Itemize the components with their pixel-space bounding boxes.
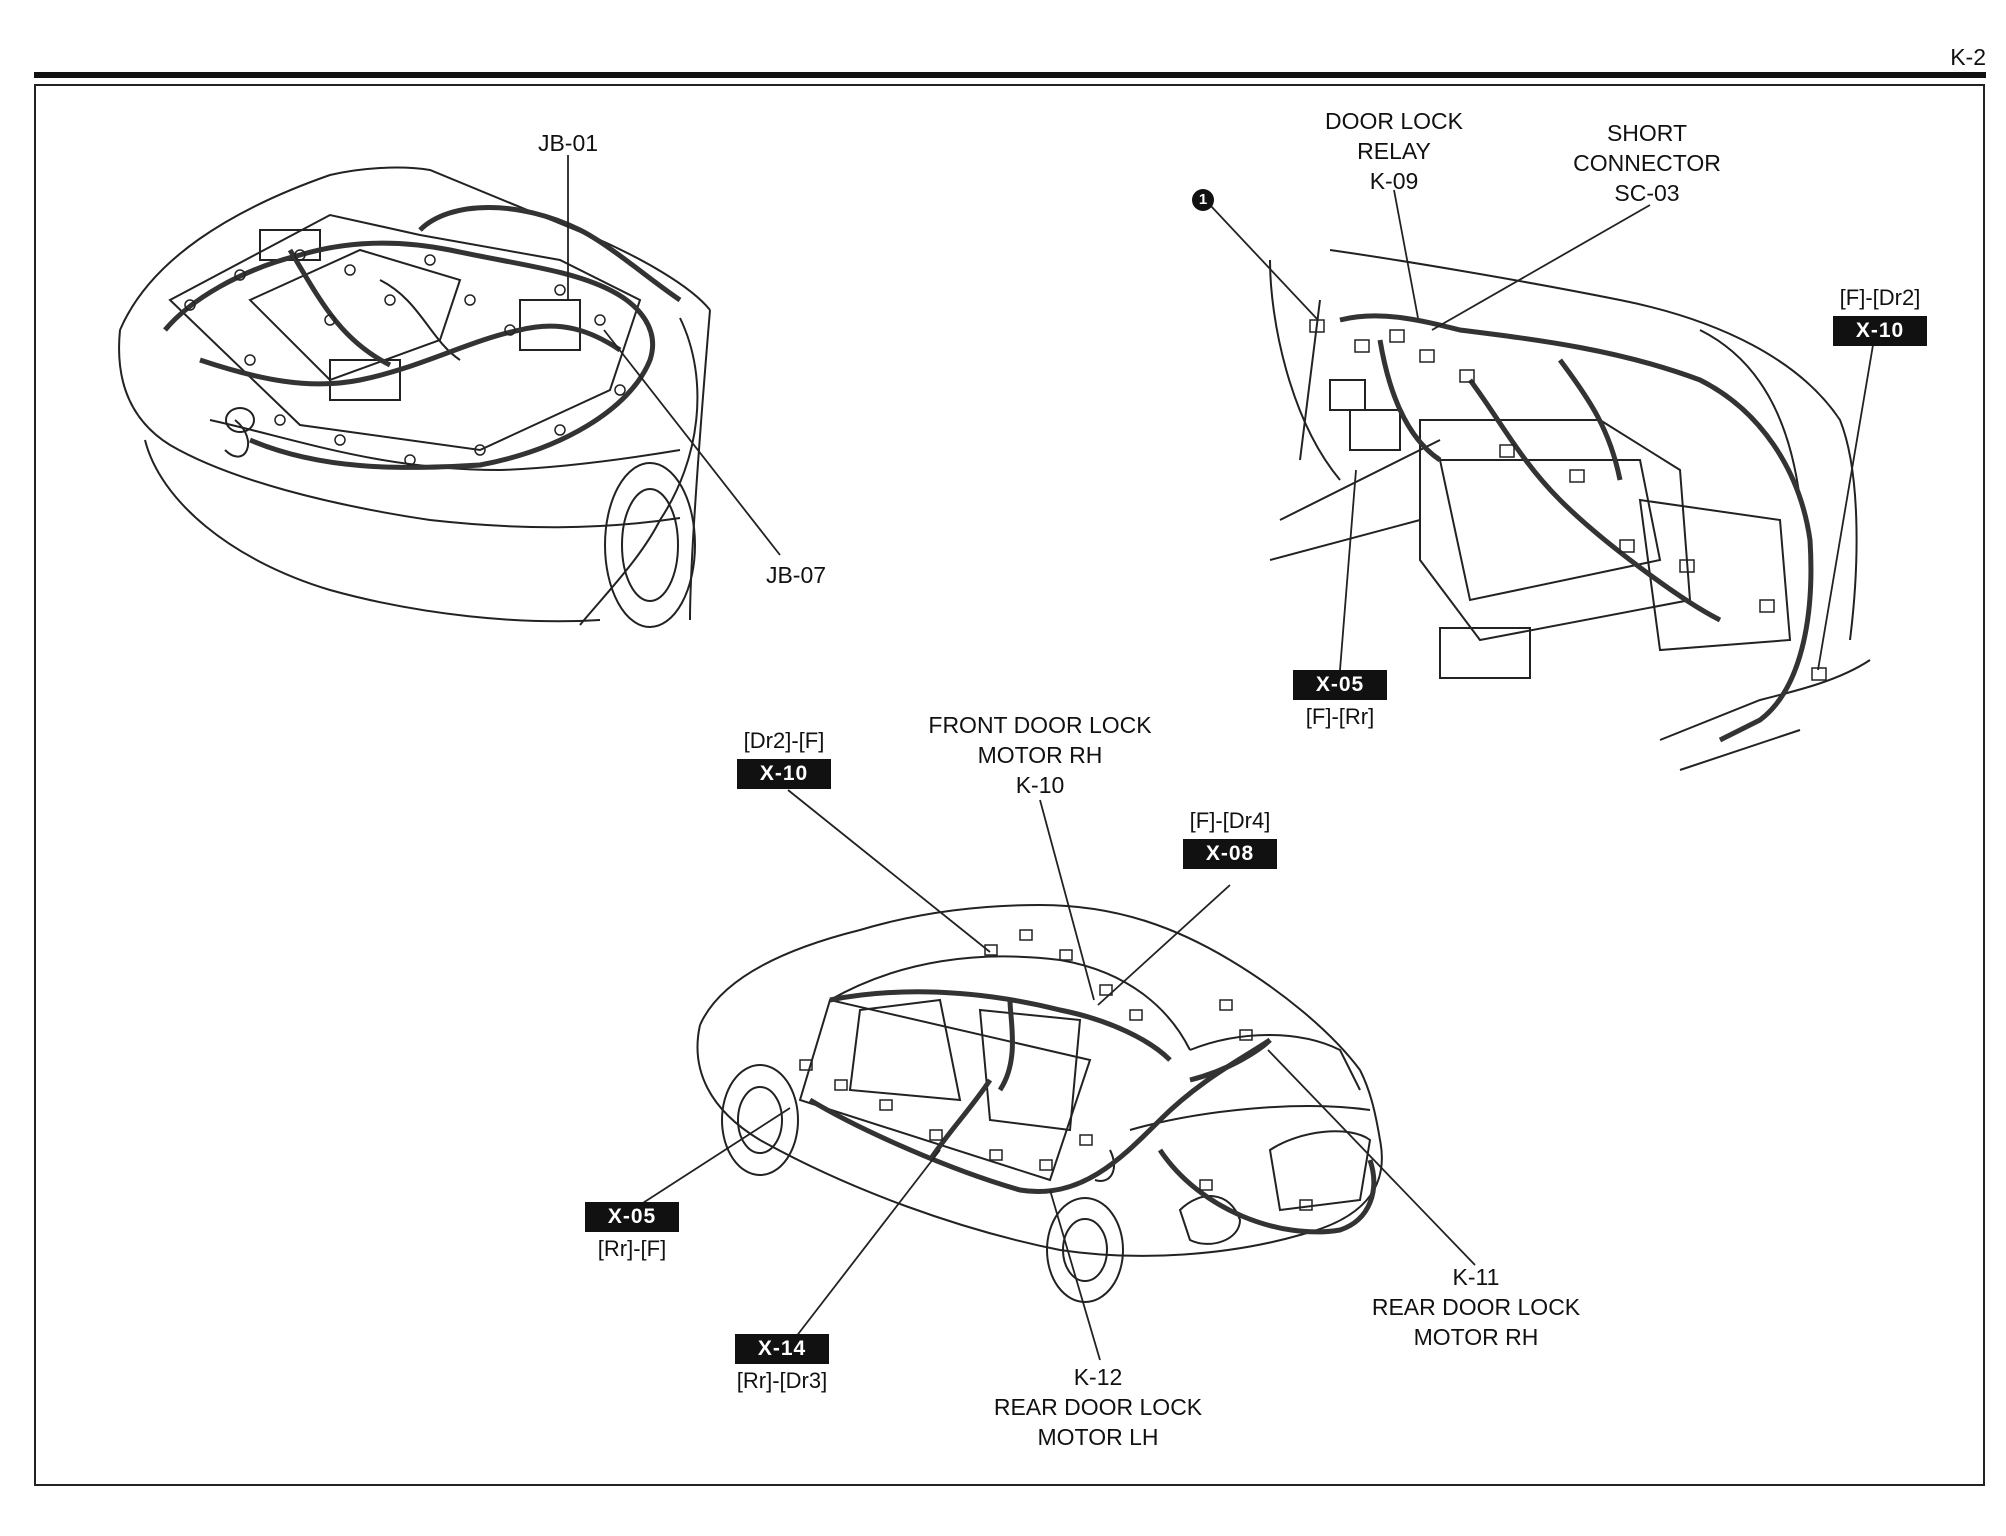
body-harness <box>808 989 1377 1235</box>
door-lock-relay-label: DOOR LOCK RELAY K-09 <box>1324 108 1464 194</box>
body-connectors <box>799 929 1313 1211</box>
engine-harness <box>163 205 682 470</box>
x14-tag: X-14 <box>735 1334 829 1364</box>
short-connector-label: SHORT CONNECTOR SC-03 <box>1573 120 1721 206</box>
marker-1: 1 <box>1192 189 1214 211</box>
x05-bottom-route: [Rr]-[F] <box>597 1236 667 1261</box>
x14-route: [Rr]-[Dr3] <box>736 1368 828 1393</box>
engine-bay-drawing <box>118 166 711 628</box>
dashboard-harness <box>1339 313 1814 743</box>
car-body-drawing <box>696 903 1383 1303</box>
x10-bottom-route: [Dr2]-[F] <box>743 728 825 753</box>
engine-connectors <box>184 249 626 466</box>
x10-top-route: [F]-[Dr2] <box>1839 285 1921 310</box>
x08-route: [F]-[Dr4] <box>1189 808 1271 833</box>
x05-top-route: [F]-[Rr] <box>1305 704 1375 729</box>
diagram-frame <box>34 84 1985 1486</box>
x08-tag: X-08 <box>1183 839 1277 869</box>
front-door-lock-rh-label: FRONT DOOR LOCK MOTOR RH K-10 <box>928 712 1152 798</box>
x10-top-tag: X-10 <box>1833 316 1927 346</box>
jb-07-label: JB-07 <box>765 562 827 588</box>
jb-01-label: JB-01 <box>537 130 599 156</box>
header-rule <box>34 72 1986 78</box>
x05-top-tag: X-05 <box>1293 670 1387 700</box>
x10-bottom-tag: X-10 <box>737 759 831 789</box>
rear-door-lock-lh-label: K-12 REAR DOOR LOCK MOTOR LH <box>993 1364 1203 1450</box>
rear-door-lock-rh-label: K-11 REAR DOOR LOCK MOTOR RH <box>1371 1264 1581 1350</box>
x05-bottom-tag: X-05 <box>585 1202 679 1232</box>
page-number: K-2 <box>1950 44 1986 70</box>
